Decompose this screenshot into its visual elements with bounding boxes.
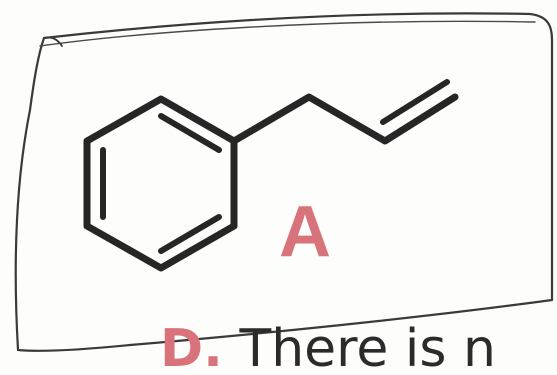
option-text: There is n [239,319,496,375]
option-line: D. There is n [160,323,496,375]
molecule-label: A [279,192,331,272]
option-letter: D. [160,319,223,375]
ring-inner-bond-top [158,113,222,153]
ring-inner-bond-bottom [158,214,222,254]
side-chain [230,93,459,145]
benzene-ring [83,95,238,272]
hand-drawn-outline [14,12,554,352]
outline-corner-stroke [43,36,63,47]
outline-double-stroke [39,20,536,47]
terminal-double-bond [380,79,450,125]
